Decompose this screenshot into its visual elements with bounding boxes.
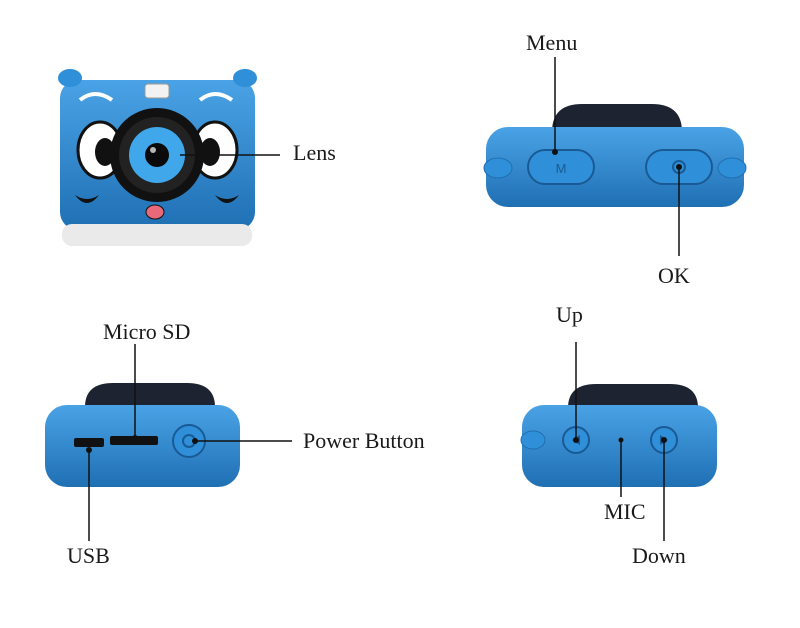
power-button-label: Power Button	[303, 428, 425, 453]
brow-left	[78, 92, 114, 102]
top-strap-left	[483, 157, 513, 179]
ok-leader-dot	[676, 164, 682, 170]
ear-left	[58, 69, 82, 87]
front-base	[62, 224, 252, 246]
up-label: Up	[556, 302, 583, 327]
menu-leader-dot	[552, 149, 558, 155]
right-strap	[520, 430, 546, 450]
ear-right	[233, 69, 257, 87]
left-body	[45, 405, 240, 487]
whisker-left	[75, 195, 99, 203]
top-lens-housing	[552, 104, 682, 132]
usb-port	[74, 438, 104, 447]
power-leader-dot	[192, 438, 198, 444]
flash-window	[144, 83, 170, 99]
down-label: Down	[632, 543, 686, 568]
top-view-camera: M	[483, 104, 747, 207]
pupil-right	[200, 138, 220, 166]
brow-right	[198, 92, 234, 102]
menu-label: Menu	[526, 30, 578, 55]
usb-leader-dot	[86, 447, 92, 453]
up-leader-dot	[573, 437, 579, 443]
pupil-left	[95, 138, 115, 166]
down-leader-dot	[661, 437, 667, 443]
lens-label: Lens	[293, 140, 336, 165]
right-lens-housing	[568, 384, 698, 408]
left-lens-housing	[85, 383, 215, 407]
menu-button-shape[interactable]	[527, 149, 595, 185]
micro-sd-leader-dot	[132, 435, 138, 441]
lens-glint	[150, 147, 156, 153]
lens-glass	[145, 143, 169, 167]
right-side-view-camera	[520, 384, 717, 487]
micro-sd-label: Micro SD	[103, 319, 191, 344]
whisker-right	[215, 195, 239, 203]
usb-label: USB	[67, 543, 110, 568]
right-body	[522, 405, 717, 487]
tongue	[145, 204, 165, 220]
ok-label: OK	[658, 263, 690, 288]
left-side-view-camera	[45, 383, 240, 487]
top-strap-right	[717, 157, 747, 179]
mic-label: MIC	[604, 499, 646, 524]
front-view-camera	[58, 69, 257, 246]
menu-button-glyph: M	[556, 161, 567, 176]
